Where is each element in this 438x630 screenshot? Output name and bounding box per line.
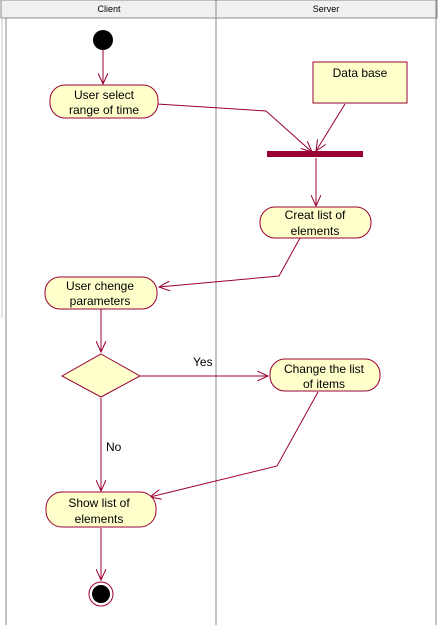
activity-user-chenge: User chenge parameters	[44, 276, 158, 310]
lane-header-bar	[0, 0, 438, 19]
activity-shape	[49, 84, 159, 119]
activity-shape	[45, 491, 157, 528]
edge-creat-to-chenge	[159, 237, 301, 287]
activity-shape	[269, 358, 381, 392]
activity-user-select: User select range of time	[49, 84, 159, 119]
edge-select-to-fork	[156, 103, 312, 152]
client-lane-title: Client	[97, 4, 121, 14]
server-lane-title: Server	[313, 4, 340, 14]
fork-bar	[267, 151, 363, 157]
decision-node	[60, 353, 142, 398]
activity-label-line2: range of time	[69, 103, 139, 117]
final-node	[88, 581, 114, 607]
activity-label-line1: Creat list of	[285, 208, 346, 222]
edge-change-to-show	[150, 391, 319, 497]
guard-yes-label: Yes	[193, 355, 213, 369]
activity-label-line2: elements	[75, 512, 124, 526]
activity-show-list: Show list of elements	[45, 491, 157, 528]
guard-no-label: No	[106, 440, 122, 454]
edges	[101, 50, 346, 580]
activity-label-line1: User chenge	[66, 279, 134, 293]
activity-label-line1: User select	[74, 88, 135, 102]
object-shape	[312, 61, 408, 104]
activity-shape	[259, 206, 372, 239]
initial-node	[93, 30, 113, 50]
activity-label-line2: parameters	[70, 294, 131, 308]
activity-change-list: Change the list of items	[269, 358, 381, 392]
activity-label-line1: Show list of	[68, 496, 130, 510]
object-label: Data base	[333, 66, 388, 80]
activity-label-line2: of items	[303, 377, 345, 391]
activity-label-line2: elements	[291, 224, 340, 238]
activity-label-line1: Change the list	[284, 362, 365, 376]
edge-database-to-fork	[316, 103, 346, 151]
activity-creat-list: Creat list of elements	[259, 206, 372, 239]
object-database: Data base	[312, 61, 408, 104]
activity-shape	[44, 276, 158, 310]
final-node-dot	[92, 585, 110, 603]
